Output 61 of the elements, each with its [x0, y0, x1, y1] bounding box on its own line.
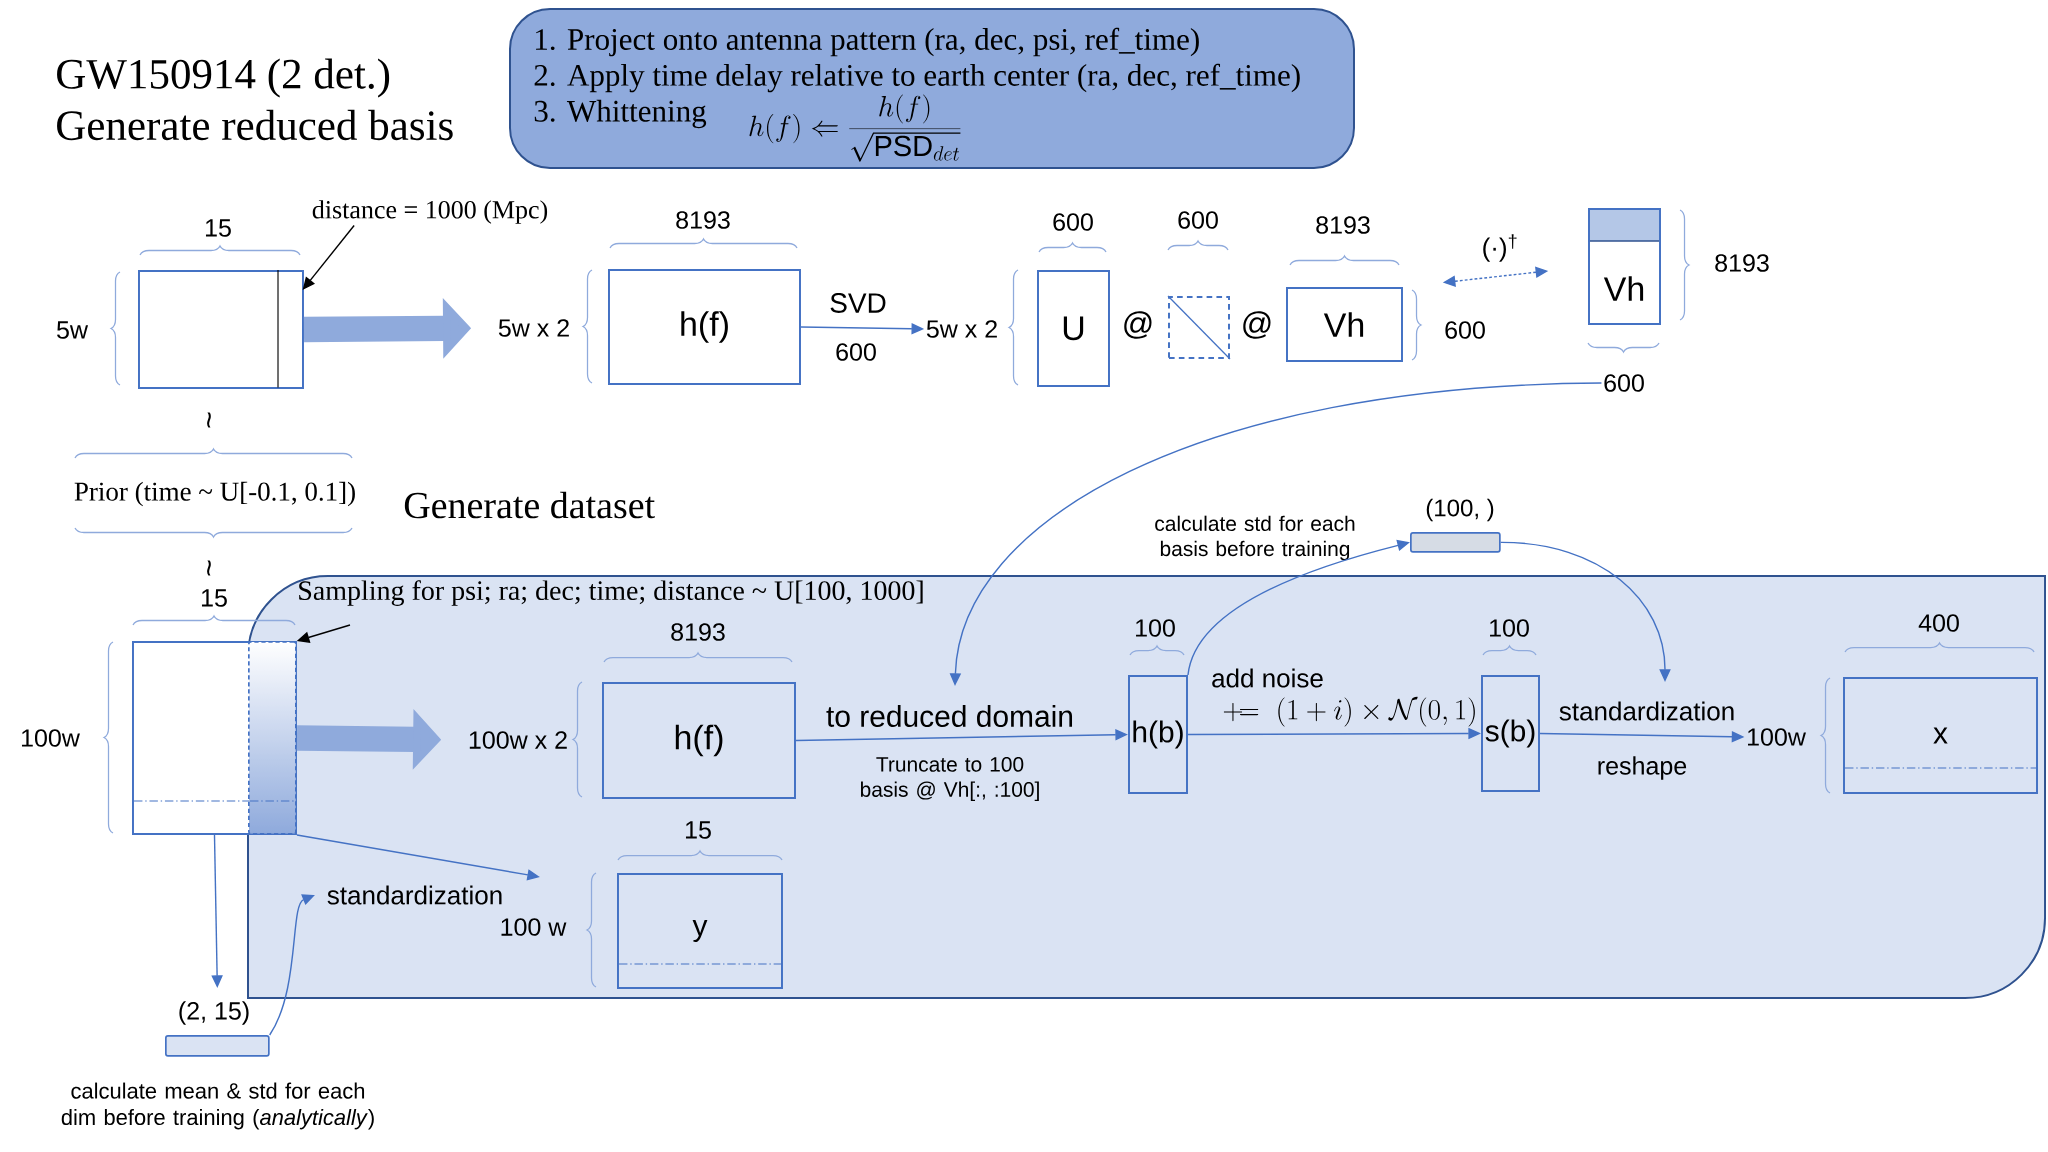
matrix-box: Vh — [1286, 287, 1403, 362]
matrix-box: x — [1843, 677, 2038, 794]
edge-label: to reduced domain — [823, 702, 1077, 730]
dimension-label: 100w — [22, 729, 80, 747]
matrix-box: h(f) — [608, 269, 801, 385]
note-text: reshape — [1598, 756, 1687, 780]
dimension-label: 600 — [1178, 211, 1218, 229]
dimension-label: (100, ) — [1426, 498, 1494, 522]
edge-label: (·)$^{†}$ — [1478, 231, 1522, 265]
leader-line — [302, 224, 355, 290]
dimension-label: 8193 — [1715, 254, 1769, 272]
node-label: calculate mean & std for each dim before training (analytically) — [61, 1082, 374, 1130]
tilde-symbol: ~ — [207, 412, 211, 428]
edge-label: SVD — [826, 290, 890, 316]
edge-label: standardization — [1556, 698, 1739, 724]
node-label: calculate std for each basis before training — [1155, 515, 1355, 561]
dimension-label: 8193 — [671, 623, 725, 641]
matrix-box: h(f) — [602, 682, 796, 799]
steps-box: 1. Project onto antenna pattern (ra, dec, psi, ref_time) 2. Apply time delay relative to earth center (ra, dec, ref_time) 3. Whittening $h(f) \Leftarrow \frac{h(f)}{\sqrt{\mathrm{PSD}_{det}}}$ — [509, 8, 1355, 169]
dimension-label: 100 w — [501, 918, 567, 936]
dimension-label: 100w — [1748, 728, 1806, 746]
operator-symbol: @ — [1124, 311, 1152, 339]
dimension-label: (2, 15) — [179, 1001, 249, 1025]
dimension-label: 5w x 2 — [498, 319, 569, 337]
dimension-label: 5w — [57, 321, 89, 339]
operator-symbol: @ — [1243, 311, 1271, 339]
prior-text: Prior (time ~ U[-0.1, 0.1]) — [74, 481, 355, 507]
noise-formula: $\mathrel{+}\!= \; (1+i)\times\mathcal{N}(0,1)$ — [1223, 696, 1475, 727]
section-heading: Generate reduced basis — [57, 109, 453, 141]
section-heading: Generate dataset — [404, 491, 655, 519]
matrix-box — [138, 270, 304, 389]
dimension-label: 100w x 2 — [469, 731, 567, 749]
note-text: Truncate to 100 basis @ Vh[:, :100] — [860, 756, 1039, 802]
dimension-label: 600 — [1053, 213, 1093, 231]
diagonal-matrix — [1167, 295, 1231, 360]
dimension-label: 15 — [206, 219, 231, 237]
dimension-label: 5w x 2 — [926, 320, 997, 338]
matrix-box: h(b) — [1128, 675, 1188, 794]
dimension-label: 8193 — [676, 211, 730, 229]
dimension-label: 15 — [202, 589, 227, 607]
column-strip — [277, 269, 279, 389]
column-strip — [248, 641, 297, 835]
edge-label: standardization — [324, 882, 506, 908]
arrow — [1187, 539, 1410, 676]
matrix-box: Vh — [1587, 208, 1661, 325]
dimension-label: 600 — [1445, 321, 1485, 339]
matrix-box: U — [1037, 270, 1110, 387]
matrix-box: s(b) — [1481, 675, 1540, 792]
dimension-label: 100 — [1490, 619, 1529, 637]
dimension-label: 15 — [686, 821, 711, 839]
tilde-symbol: ~ — [207, 560, 211, 576]
dimension-label: 600 — [1604, 374, 1644, 392]
curved-arrow — [269, 894, 315, 1036]
dimension-label: 400 — [1918, 614, 1959, 632]
dimension-label: 100 — [1136, 619, 1175, 637]
edge-label: add noise — [1208, 665, 1327, 691]
dimension-label: 600 — [836, 343, 876, 361]
annotation-text: distance = 1000 (Mpc) — [312, 200, 548, 224]
matrix-box: y — [617, 873, 783, 989]
dimension-label: 8193 — [1316, 216, 1370, 234]
title: GW150914 (2 det.) — [57, 58, 390, 98]
